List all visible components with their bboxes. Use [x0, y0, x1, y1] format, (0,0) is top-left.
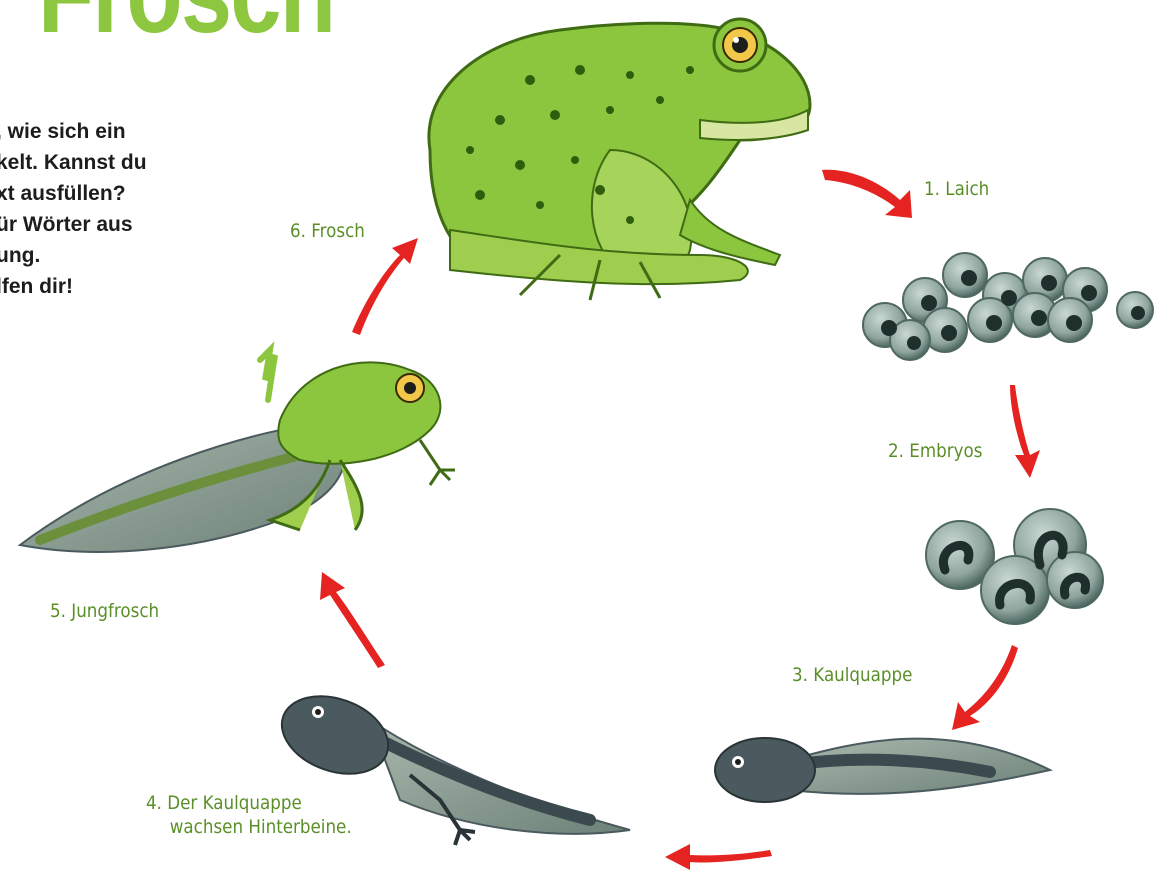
- stage-label-frosch: 6. Frosch: [290, 220, 365, 244]
- arrow-embryos-to-tadpole-icon: [952, 645, 1018, 730]
- stage-label-kaulquappe: 3. Kaulquappe: [792, 664, 912, 688]
- stage-label-laich: 1. Laich: [924, 178, 989, 202]
- stage-label-embryos: 2. Embryos: [888, 440, 982, 464]
- arrow-tadpole-to-legs-icon: [665, 844, 772, 870]
- adult-frog-illustration: [429, 19, 810, 300]
- stage-label-jungfrosch: 5. Jungfrosch: [50, 600, 159, 624]
- stage-label-hinterbeine: 4. Der Kaulquappe wachsen Hinterbeine.: [146, 792, 352, 840]
- arrow-froglet-to-frog-icon: [352, 238, 418, 335]
- frog-spawn-illustration: [863, 253, 1153, 360]
- stage-label-line: 4. Der Kaulquappe: [146, 792, 352, 816]
- tadpole-illustration: [715, 738, 1050, 802]
- froglet-illustration: [20, 350, 455, 552]
- arrow-spawn-to-embryos-icon: [1010, 385, 1040, 478]
- arrow-legs-to-froglet-icon: [320, 572, 385, 668]
- arrow-frog-to-spawn-icon: [822, 170, 912, 218]
- stage-label-line: wachsen Hinterbeine.: [146, 816, 352, 840]
- embryos-illustration: [926, 509, 1103, 624]
